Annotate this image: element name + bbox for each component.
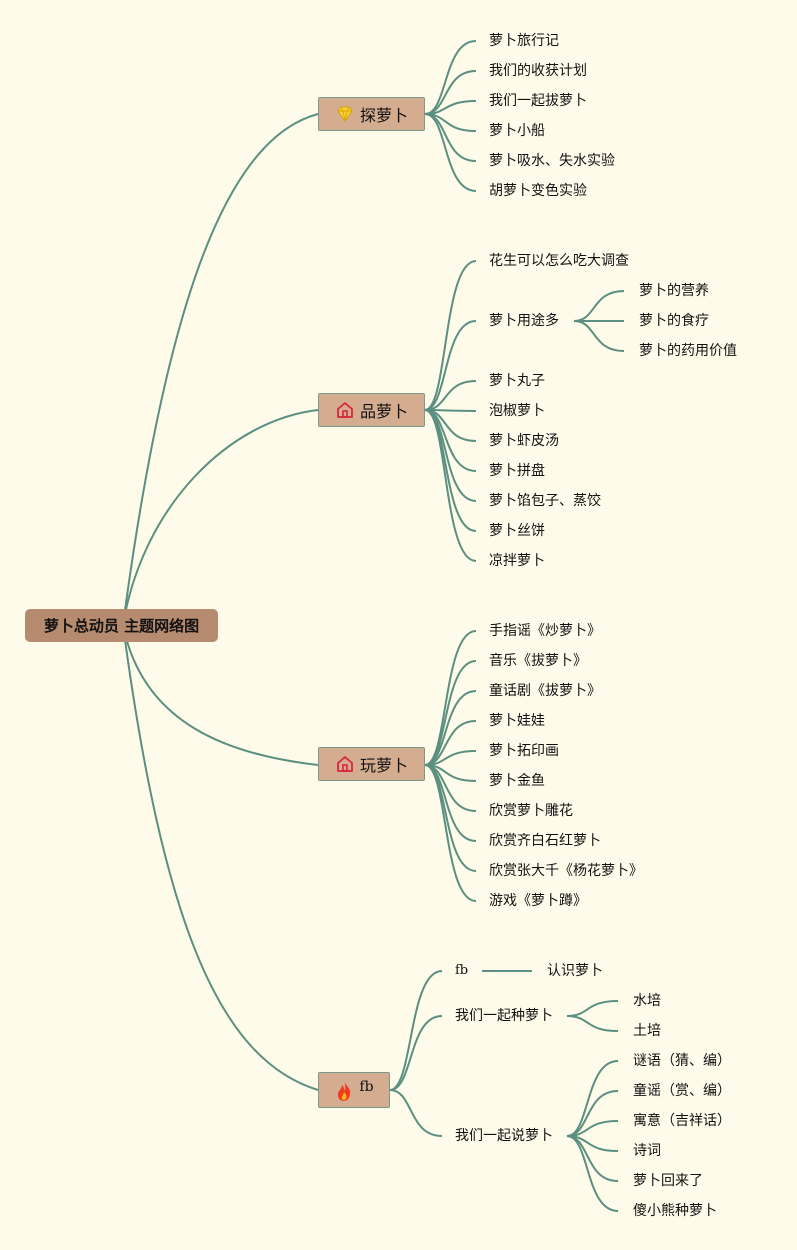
leaf-node[interactable]: 萝卜金鱼 (489, 773, 545, 789)
leaf-node[interactable]: 欣赏齐白石红萝卜 (489, 833, 601, 849)
connector-line (424, 409, 477, 562)
leaf-node[interactable]: 萝卜馅包子、蒸饺 (489, 493, 601, 509)
leaf-node[interactable]: 萝卜吸水、失水实验 (489, 153, 615, 169)
leaf-node[interactable]: 欣赏张大千《杨花萝卜》 (489, 863, 643, 879)
connector-line (424, 720, 477, 766)
leaf-node[interactable]: 萝卜拼盘 (489, 463, 545, 479)
leaf-node[interactable]: 萝卜丝饼 (489, 523, 545, 539)
connector-line (389, 1089, 443, 1137)
leaf-node[interactable]: 花生可以怎么吃大调查 (489, 253, 629, 269)
connector-line (424, 113, 477, 192)
leaf-node[interactable]: 泡椒萝卜 (489, 403, 545, 419)
branch-node-tan[interactable]: 探萝卜 (318, 97, 425, 131)
connector-line (573, 290, 625, 322)
connector-line (566, 1135, 619, 1182)
connector-line (389, 1015, 443, 1091)
flame-icon (334, 1080, 354, 1101)
subtopic-node[interactable]: 萝卜用途多 (489, 313, 559, 329)
branch-label: fb (359, 1079, 374, 1095)
leaf-node[interactable]: 土培 (633, 1023, 661, 1039)
connector-line (424, 113, 477, 162)
leaf-node[interactable]: 音乐《拔萝卜》 (489, 653, 587, 669)
leaf-node[interactable]: 萝卜拓印画 (489, 743, 559, 759)
root-node[interactable]: 萝卜总动员 主题网络图 (25, 609, 218, 642)
leaf-node[interactable]: 我们一起拔萝卜 (489, 93, 587, 109)
connector-line (122, 409, 319, 626)
connector-line (122, 624, 319, 766)
connector-line (122, 113, 319, 626)
diamond-icon (335, 104, 355, 124)
leaf-node[interactable]: 谜语（猜、编） (633, 1053, 731, 1069)
connector-line (424, 40, 477, 115)
leaf-node[interactable]: 水培 (633, 993, 661, 1009)
connector-line (424, 660, 477, 766)
branch-label: 探萝卜 (359, 106, 408, 125)
leaf-node[interactable]: 萝卜的药用价值 (639, 343, 737, 359)
subtopic-node[interactable]: 我们一起种萝卜 (455, 1008, 553, 1024)
leaf-node[interactable]: 寓意（吉祥话） (633, 1113, 731, 1129)
branch-node-pin[interactable]: 品萝卜 (318, 393, 425, 427)
connector-line (566, 1000, 619, 1017)
leaf-node[interactable]: 胡萝卜变色实验 (489, 183, 587, 199)
connector-line (389, 970, 443, 1091)
connector-line (424, 320, 477, 411)
leaf-node[interactable]: 手指谣《炒萝卜》 (489, 623, 601, 639)
leaf-node[interactable]: 萝卜旅行记 (489, 33, 559, 49)
connector-line (573, 320, 625, 352)
subtopic-node[interactable]: fb (455, 963, 469, 978)
branch-node-wan[interactable]: 玩萝卜 (318, 747, 425, 781)
leaf-node[interactable]: 萝卜虾皮汤 (489, 433, 559, 449)
connector-line (566, 1015, 619, 1032)
leaf-node[interactable]: 萝卜回来了 (633, 1173, 703, 1189)
house-icon (335, 754, 355, 774)
house-icon (335, 400, 355, 420)
leaf-node[interactable]: 童话剧《拔萝卜》 (489, 683, 601, 699)
connector-line (566, 1135, 619, 1212)
branch-label: 品萝卜 (359, 402, 408, 421)
branch-node-fb[interactable]: fb (318, 1072, 390, 1108)
leaf-node[interactable]: 萝卜小船 (489, 123, 545, 139)
connector-line (122, 624, 319, 1091)
leaf-node[interactable]: 萝卜的食疗 (639, 313, 709, 329)
leaf-node[interactable]: 萝卜的营养 (639, 283, 709, 299)
connector-line (424, 260, 477, 411)
leaf-node[interactable]: 欣赏萝卜雕花 (489, 803, 573, 819)
leaf-node[interactable]: 凉拌萝卜 (489, 553, 545, 569)
leaf-node[interactable]: 游戏《萝卜蹲》 (489, 893, 587, 909)
leaf-node[interactable]: 我们的收获计划 (489, 63, 587, 79)
connector-line (424, 764, 477, 902)
subtopic-node[interactable]: 我们一起说萝卜 (455, 1128, 553, 1144)
leaf-node[interactable]: 萝卜丸子 (489, 373, 545, 389)
leaf-node[interactable]: 诗词 (633, 1143, 661, 1159)
branch-label: 玩萝卜 (359, 756, 408, 775)
connector-line (566, 1090, 619, 1137)
connector-line (424, 690, 477, 766)
leaf-node[interactable]: 傻小熊种萝卜 (633, 1203, 717, 1219)
leaf-node[interactable]: 萝卜娃娃 (489, 713, 545, 729)
connector-line (424, 70, 477, 115)
leaf-node[interactable]: 认识萝卜 (547, 963, 603, 979)
connector-line (566, 1060, 619, 1137)
leaf-node[interactable]: 童谣（赏、编） (633, 1083, 731, 1099)
